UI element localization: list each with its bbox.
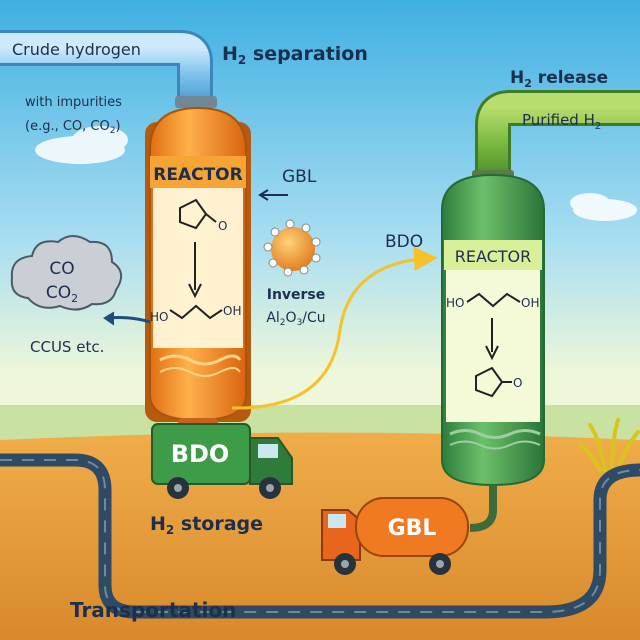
catalyst-label-line1: Inverse <box>267 287 326 303</box>
bdo-feed-label: BDO <box>385 232 423 252</box>
truck-gbl-label: GBL <box>388 516 437 541</box>
reactor-left <box>145 106 251 432</box>
gbl-outlet-pipe <box>469 485 497 532</box>
reactor-right-band <box>444 240 542 270</box>
reactor-left-window <box>153 188 243 348</box>
truck-bdo-label: BDO <box>171 440 230 468</box>
impurities-example-label: (e.g., CO, CO2) <box>25 119 121 136</box>
reactor-left-band <box>150 156 246 188</box>
road <box>0 453 640 619</box>
clouds <box>35 126 637 221</box>
transportation-label: Transportation <box>70 598 236 622</box>
mol-oh-left: OH <box>223 304 241 318</box>
mol-ho-left: HO <box>150 310 168 324</box>
h2-release-label: H2 release <box>510 68 608 90</box>
mol-ho-right: HO <box>446 296 464 310</box>
h2-storage-label: H2 storage <box>150 513 263 537</box>
h2-separation-label: H2 separation <box>222 43 368 67</box>
bdo-truck <box>151 423 293 499</box>
crude-hydrogen-label: Crude hydrogen <box>12 40 141 59</box>
gbl-truck <box>321 497 469 575</box>
co2-label: CO2 <box>46 283 78 305</box>
co-label: CO <box>49 259 74 279</box>
molecule-bdo-right <box>466 292 521 308</box>
gbl-feed-label: GBL <box>282 167 317 187</box>
molecule-bdo-left <box>169 304 223 320</box>
reactor-right-label: REACTOR <box>455 247 532 266</box>
reactor-left-label: REACTOR <box>153 165 242 185</box>
purified-h2-label: Purified H2 <box>522 111 601 132</box>
impurities-label: with impurities <box>25 95 122 110</box>
molecule-gbl-left <box>179 198 217 230</box>
mol-oh-right: OH <box>521 296 539 310</box>
mol-o-right: O <box>513 376 522 390</box>
catalyst-label-line2: Al2O3/Cu <box>266 310 325 328</box>
ccus-label: CCUS etc. <box>30 338 104 356</box>
bdo-transfer-flow <box>231 246 438 410</box>
catalyst-particle <box>263 219 321 277</box>
pipe-flange-left <box>175 96 217 108</box>
mol-o-left: O <box>218 219 227 233</box>
co-cloud <box>10 235 123 311</box>
molecule-gbl-right <box>475 366 512 398</box>
